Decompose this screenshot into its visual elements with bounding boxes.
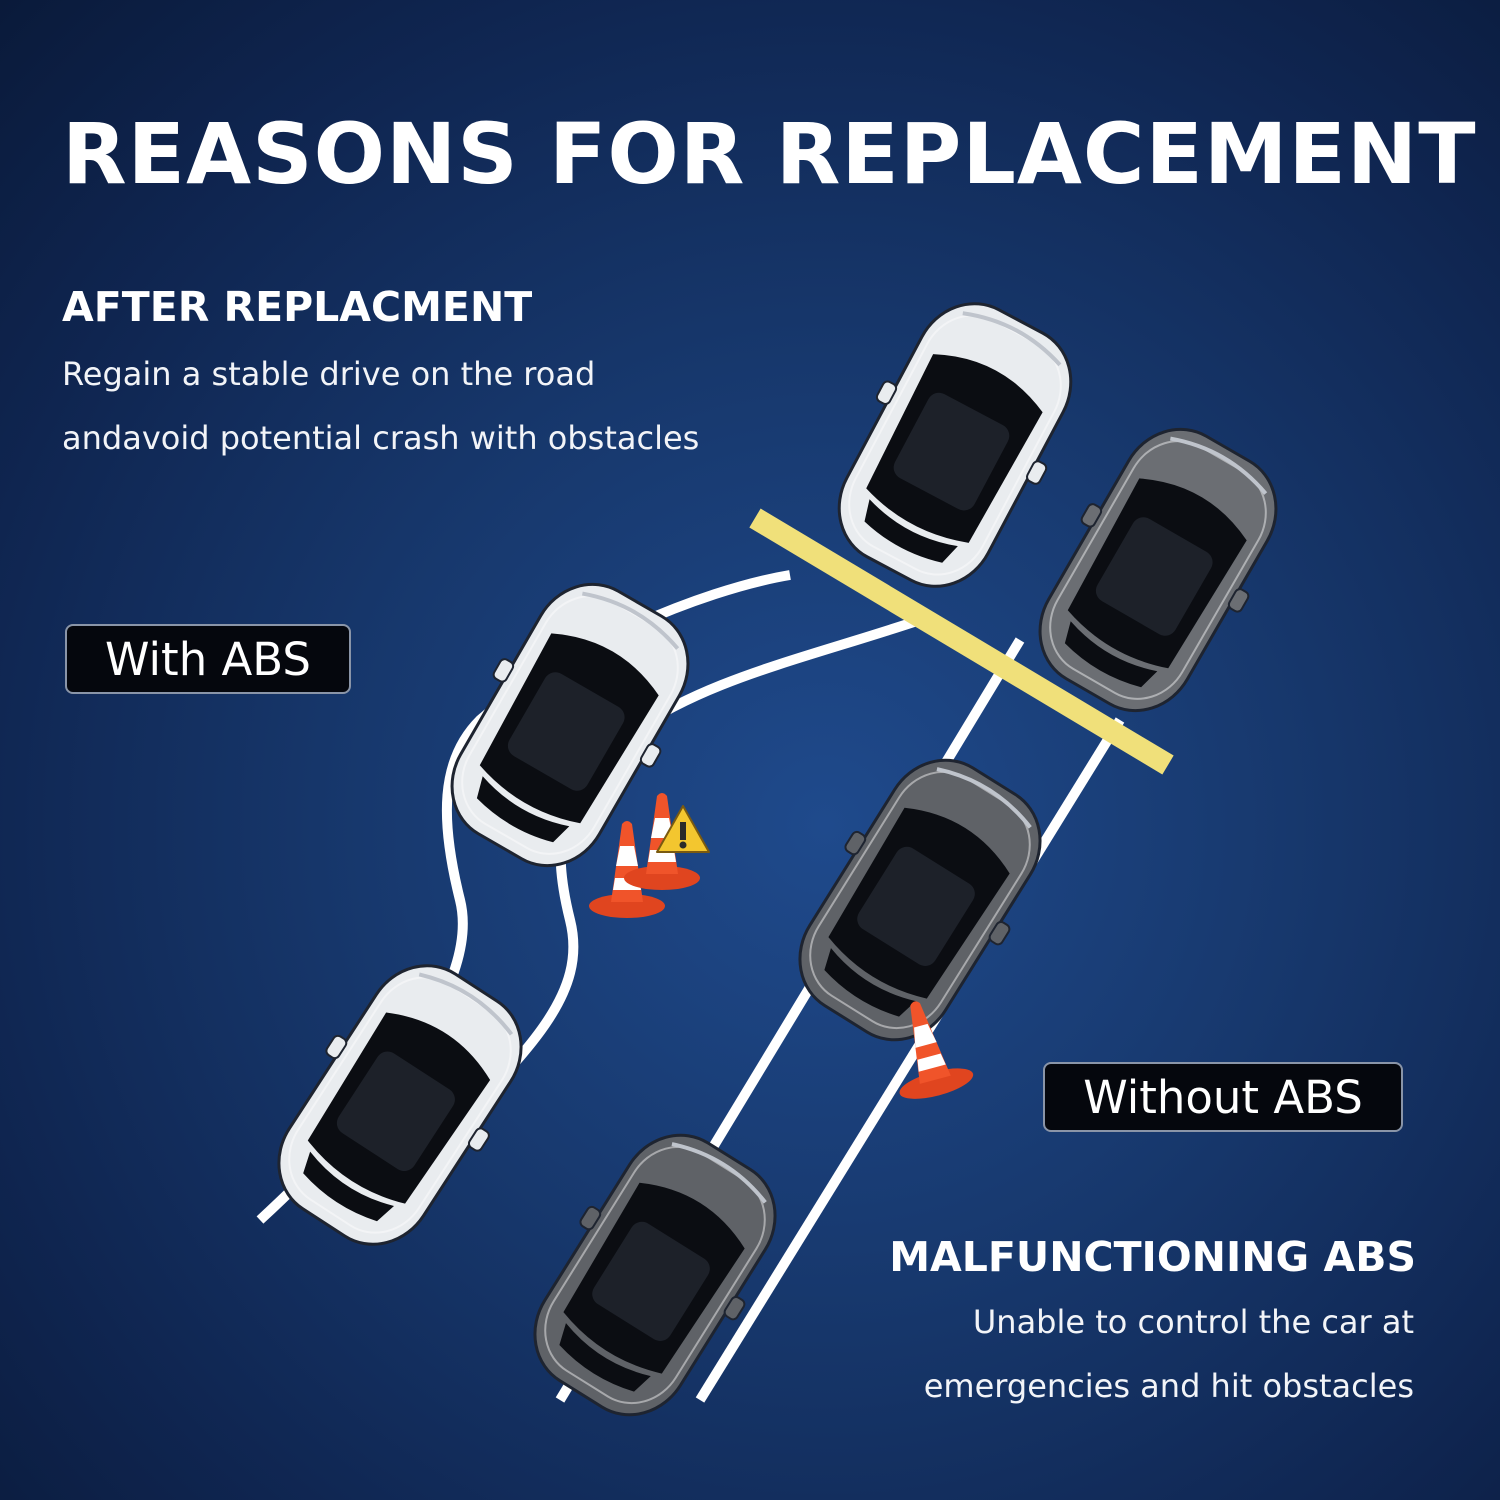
after-replacement-text: Regain a stable drive on the road andavo… [62,342,699,470]
stop-line [749,508,1174,775]
malfunctioning-abs-line: Unable to control the car at [972,1303,1414,1341]
warning-icon [656,805,710,853]
after-replacement-line: Regain a stable drive on the road [62,355,596,393]
without-abs-label: Without ABS [1043,1062,1403,1132]
without-abs-path-right [695,717,1125,1403]
with-abs-label: With ABS [65,624,351,694]
after-replacement-heading: AFTER REPLACMENT [62,283,533,331]
page-title: REASONS FOR REPLACEMENT [62,105,1477,203]
malfunctioning-abs-line: emergencies and hit obstacles [923,1367,1414,1405]
car-gray-bottom [500,1105,810,1445]
malfunctioning-abs-heading: MALFUNCTIONING ABS [889,1233,1416,1281]
after-replacement-line: andavoid potential crash with obstacles [62,419,700,457]
car-white-top [808,278,1102,612]
car-white-bottom [244,935,556,1275]
malfunctioning-abs-text: Unable to control the car at emergencies… [924,1290,1414,1418]
